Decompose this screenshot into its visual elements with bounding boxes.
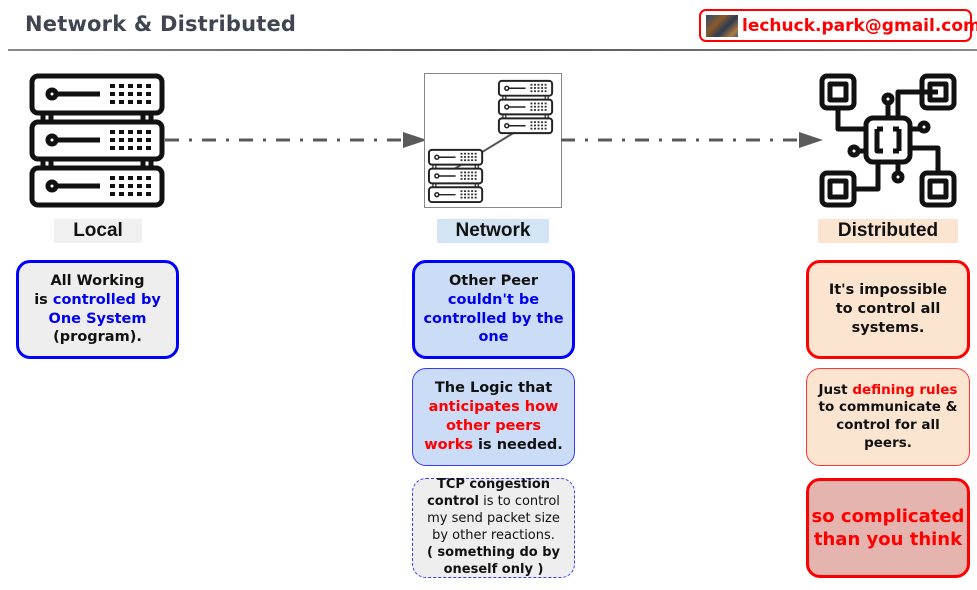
- text-line: TCP congestion: [436, 477, 551, 493]
- tcp-congestion-note-text: TCP congestion control is to control my …: [427, 477, 560, 578]
- arrow-local-to-network: [165, 132, 427, 148]
- text-line: The Logic that: [434, 380, 553, 397]
- text-line: control: [427, 494, 479, 510]
- server-rack-icon: [29, 73, 165, 208]
- distributed-complexity-box: so complicated than you think: [806, 478, 970, 578]
- distributed-rules-text: Just defining rules to communicate & con…: [819, 382, 958, 452]
- highlight-text: controlled by the: [423, 310, 564, 327]
- network-description-box: Other Peer couldn't be controlled by the…: [412, 260, 575, 359]
- network-logic-text: The Logic that anticipates how other pee…: [424, 379, 563, 454]
- highlight-text: defining rules: [852, 381, 958, 398]
- highlight-text: works: [424, 436, 473, 453]
- highlight-text: anticipates how: [428, 399, 559, 416]
- distributed-description-box: It's impossible to control all systems.: [806, 260, 970, 359]
- distributed-chip-network-icon: [819, 73, 957, 208]
- local-description-text: All Working is controlled by One System …: [34, 272, 161, 347]
- stage-label-distributed: Distributed: [818, 219, 958, 243]
- distributed-complexity-text: so complicated than you think: [812, 505, 965, 552]
- highlight-text: one: [478, 329, 509, 346]
- local-description-box: All Working is controlled by One System …: [16, 260, 179, 359]
- text-line: to control all: [835, 301, 941, 318]
- text-line: control for all: [836, 417, 940, 433]
- text-line: to communicate &: [818, 399, 958, 416]
- highlight-text: so complicated: [811, 505, 965, 527]
- text-line: It's impossible: [828, 282, 948, 299]
- text-line: is: [34, 291, 53, 308]
- text-line: systems.: [851, 319, 925, 336]
- header-divider: [8, 49, 977, 51]
- connected-servers-icon: [424, 73, 562, 208]
- author-email-badge: lechuck.park@gmail.com: [699, 9, 977, 42]
- highlight-text: couldn't be: [447, 291, 540, 308]
- text-line: All Working: [50, 272, 145, 289]
- text-line: oneself only ): [443, 561, 544, 577]
- network-logic-box: The Logic that anticipates how other pee…: [412, 368, 575, 466]
- text-line: is to control: [479, 494, 560, 510]
- highlight-text: other peers: [445, 418, 542, 434]
- avatar: [706, 14, 738, 37]
- highlight-text: controlled by: [52, 291, 161, 308]
- text-line: peers.: [864, 434, 912, 451]
- highlight-text: One System: [48, 310, 147, 327]
- text-line: (program).: [53, 329, 142, 346]
- highlight-text: than you think: [813, 529, 963, 550]
- author-email: lechuck.park@gmail.com: [742, 15, 977, 36]
- text-line: Other Peer: [448, 272, 539, 289]
- text-line: my send packet size: [427, 511, 560, 527]
- text-line: ( something do by: [426, 544, 561, 560]
- stage-label-local: Local: [54, 219, 142, 243]
- text-line: Just: [818, 381, 853, 398]
- network-description-text: Other Peer couldn't be controlled by the…: [423, 272, 563, 347]
- distributed-rules-box: Just defining rules to communicate & con…: [806, 368, 970, 466]
- text-line: is needed.: [473, 436, 563, 453]
- text-line: by other reactions.: [432, 528, 555, 543]
- arrow-network-to-distributed: [561, 132, 823, 148]
- page-title: Network & Distributed: [25, 12, 297, 36]
- stage-label-network: Network: [437, 219, 549, 243]
- distributed-description-text: It's impossible to control all systems.: [829, 281, 947, 338]
- tcp-congestion-note-box: TCP congestion control is to control my …: [412, 477, 575, 578]
